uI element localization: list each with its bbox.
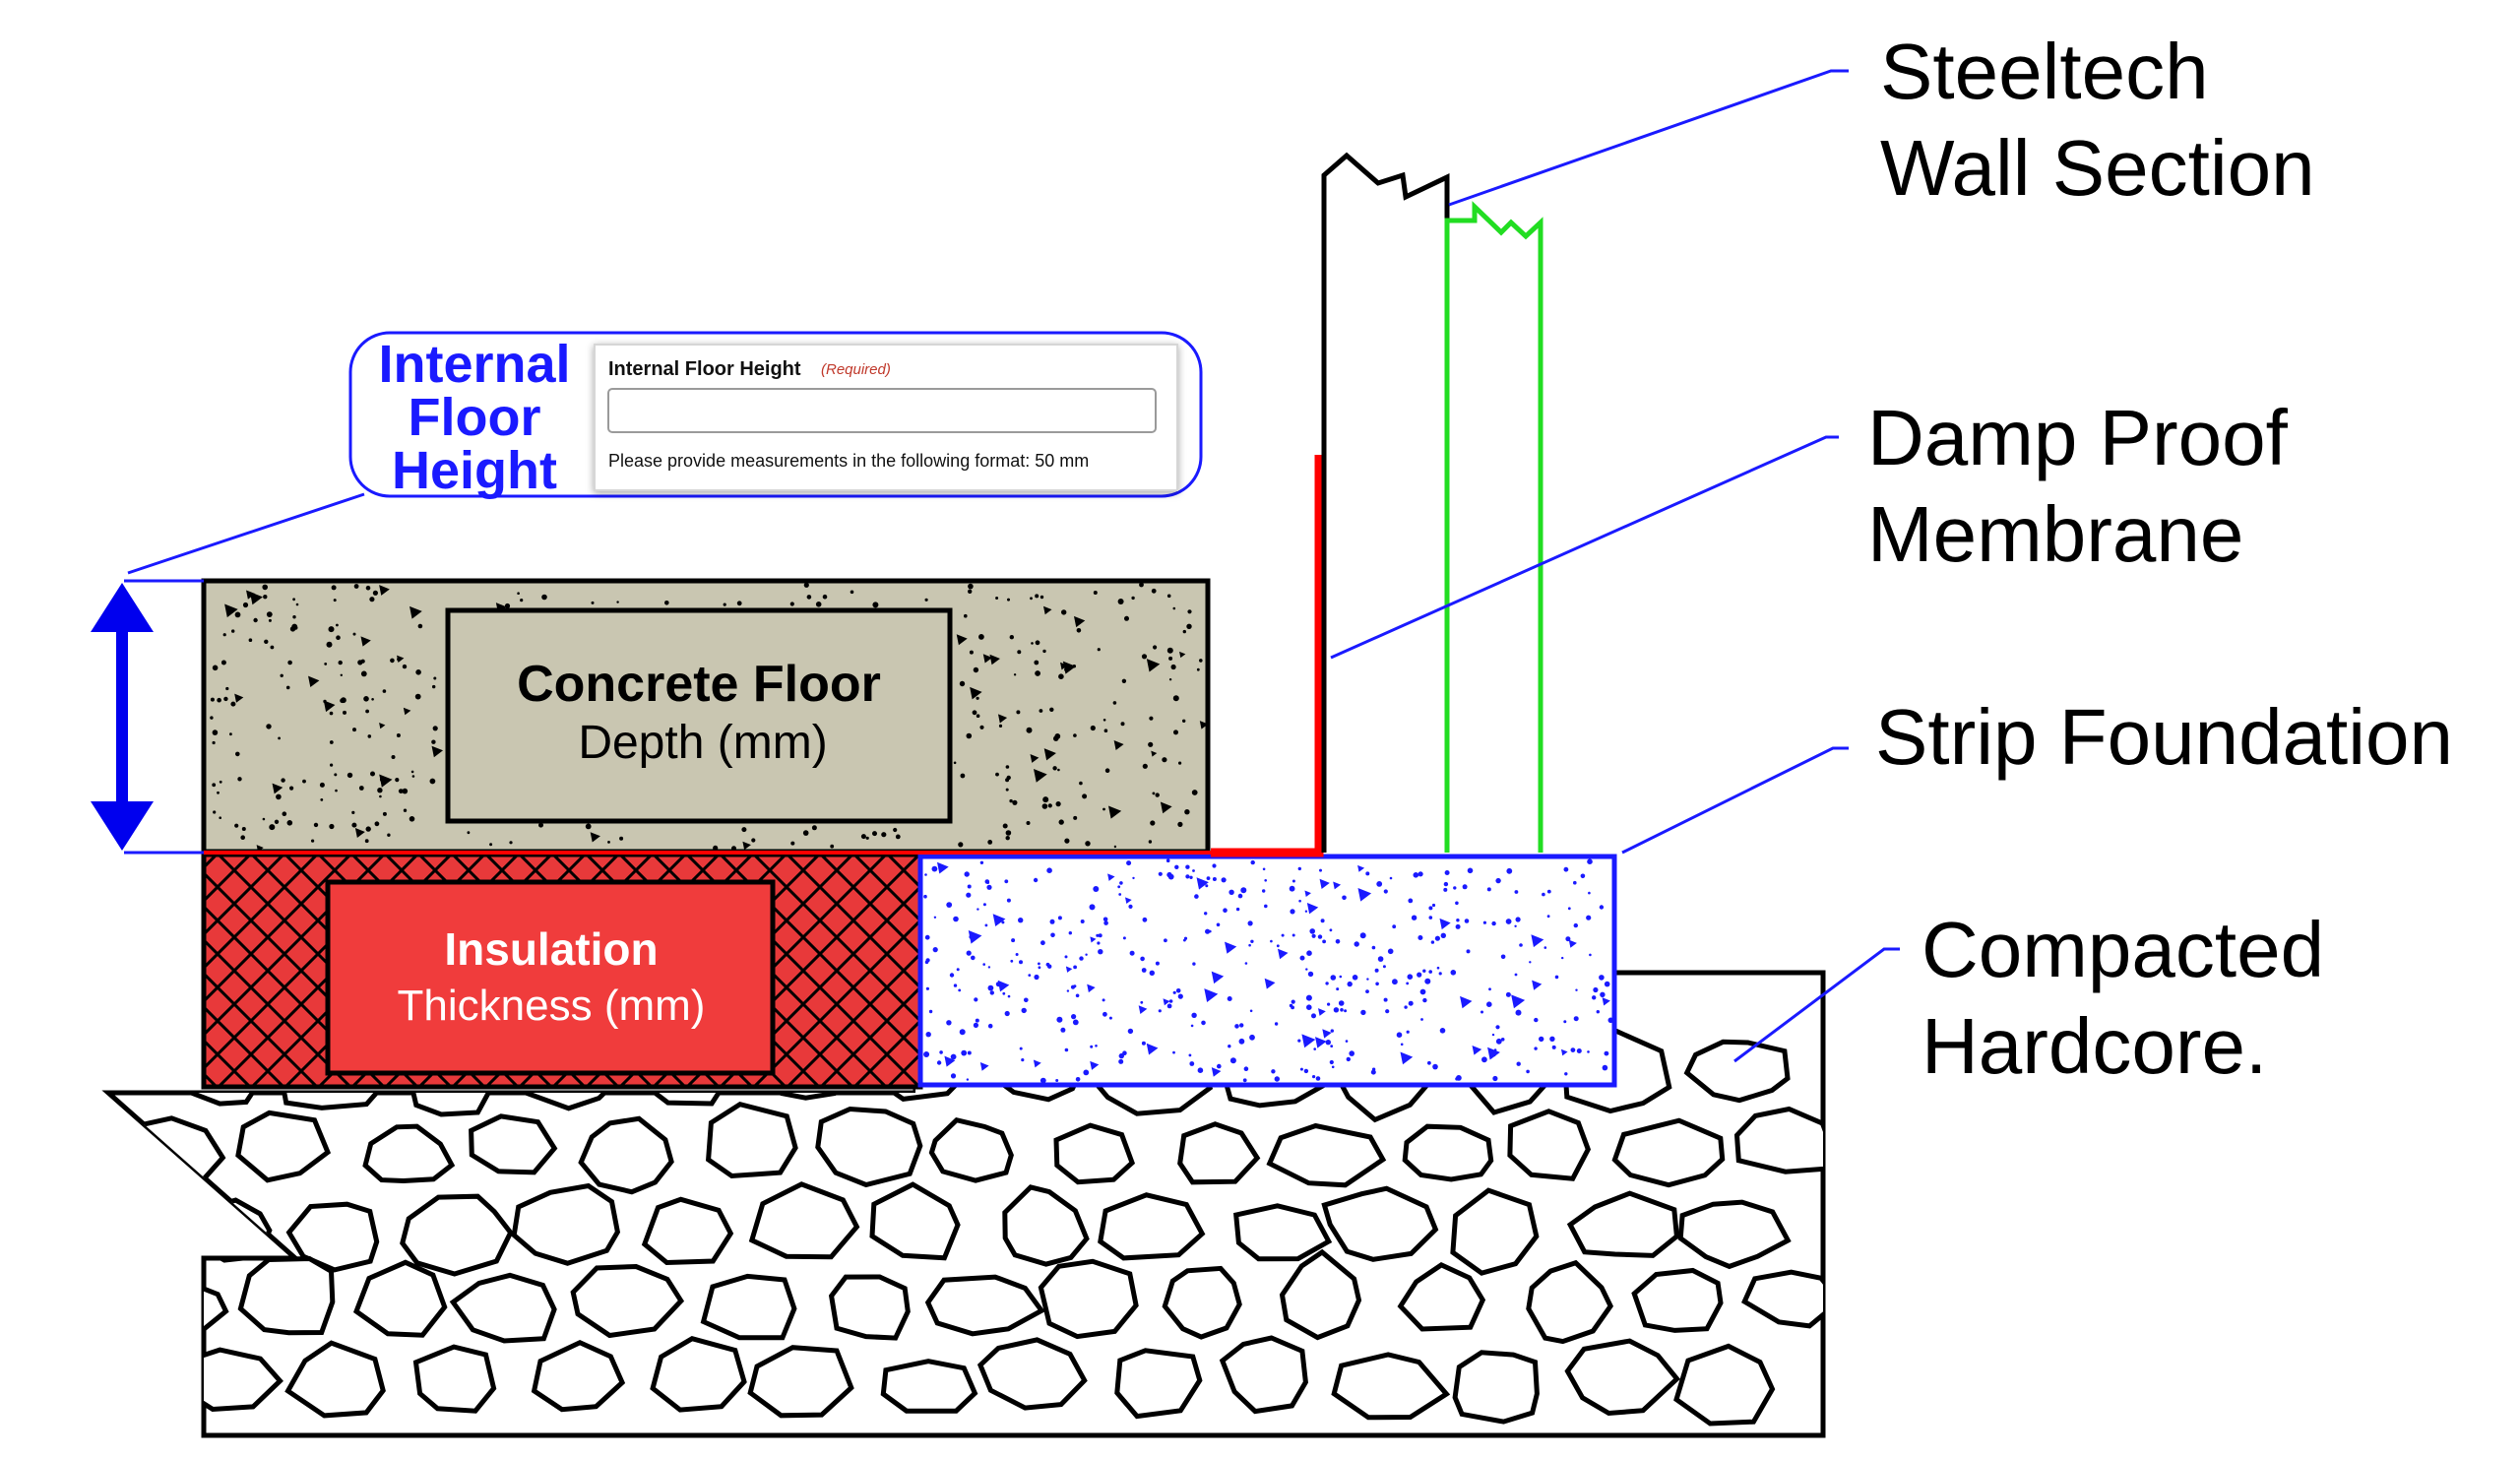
strip-foundation-label: Strip Foundation xyxy=(1875,693,2453,781)
ifh-input-field[interactable] xyxy=(607,388,1157,433)
callout-leaders xyxy=(1330,69,1900,1063)
hardcore-label-line2: Hardcore. xyxy=(1922,1002,2267,1090)
insulation-title: Insulation xyxy=(444,923,658,975)
hardcore-label-line1: Compacted xyxy=(1922,906,2324,993)
ifh-required-tag: (Required) xyxy=(821,361,891,378)
steeltech-label-line1: Steeltech xyxy=(1880,28,2209,115)
dpm-label-line1: Damp Proof xyxy=(1867,394,2289,481)
concrete-floor-subtitle: Depth (mm) xyxy=(578,717,827,769)
floor-height-arrow xyxy=(91,579,204,855)
ifh-title-line1: Internal xyxy=(378,335,570,394)
ifh-form-label: Internal Floor Height xyxy=(608,358,801,380)
ifh-form-card: Internal Floor Height (Required) Please … xyxy=(594,344,1178,491)
ifh-title-line3: Height xyxy=(392,441,557,500)
steeltech-label-line2: Wall Section xyxy=(1880,124,2315,212)
damp-proof-membrane xyxy=(204,455,1324,857)
internal-floor-height-callout: Internal Floor Height Internal Floor Hei… xyxy=(127,331,1203,575)
insulation-subtitle: Thickness (mm) xyxy=(398,982,706,1030)
concrete-floor-label-box: Concrete Floor Depth (mm) xyxy=(445,607,953,824)
dpm-label-line2: Membrane xyxy=(1867,490,2243,578)
compacted-hardcore xyxy=(101,970,1826,1438)
strip-foundation xyxy=(917,854,1617,1088)
concrete-floor-title: Concrete Floor xyxy=(517,656,881,713)
steeltech-wall-section xyxy=(1321,152,1544,853)
ifh-help-text: Please provide measurements in the follo… xyxy=(608,451,1089,471)
ifh-title-line2: Floor xyxy=(409,388,541,447)
insulation-label-box: Insulation Thickness (mm) xyxy=(325,879,776,1076)
